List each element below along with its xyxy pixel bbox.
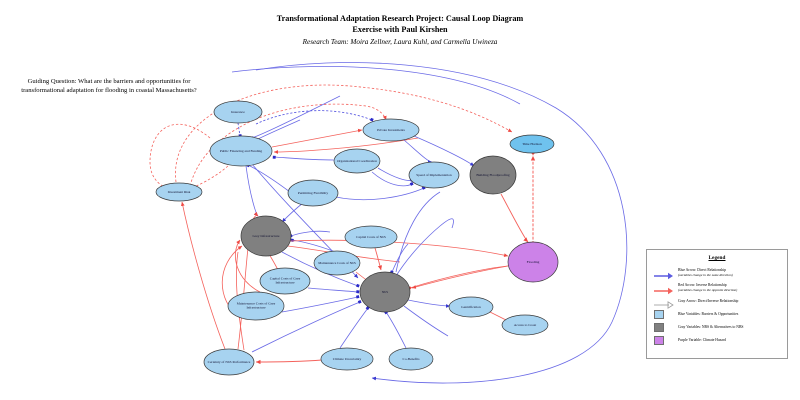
research-team-subtitle: Research Team: Moira Zellner, Laura Kuhl… [302,38,498,46]
edge-nbs-to-upper [389,243,409,275]
node-access_to_coast[interactable] [501,314,549,336]
legend-row-4: Gray Variables: NBS & Alternatives to NB… [653,321,787,334]
edge-private-to-speed [403,139,433,164]
edge-insurance-to-financing [237,122,242,138]
edge-private-to-financing [273,137,419,154]
edge-maintgrey-to-nbs [281,295,360,313]
legend-sublabel-1: (variables change in the opposite direct… [678,287,738,292]
blue-swatch-icon [653,309,675,320]
edge-insurance-to-private-dashed [255,110,374,125]
edge-permitting-to-speed [335,185,426,201]
blue-arrow-icon [653,268,675,279]
edge-certainty-to-nbs [251,299,362,353]
edge-climate-to-nbs [339,306,370,349]
edge-nbs-to-gentrification [407,299,451,308]
node-maintenance_costs_nbs[interactable] [313,250,361,276]
legend-rows: Blue Arrow: Direct Relationship(variable… [647,265,787,347]
legend-title: Legend [708,255,726,261]
node-capital_costs_grey[interactable] [259,267,311,295]
node-nbs[interactable] [359,271,411,313]
edge-capgrey-to-nbs [307,287,360,294]
edge-flooding-to-nbs [408,265,509,290]
node-maintenance_costs_grey[interactable] [227,291,285,321]
legend-row-2: Gray Arrow: Direct/Inverse Relationship [653,295,787,309]
guiding-question: Guiding Question: What are the barriers … [21,78,197,95]
legend-label-3: Blue Variables: Barriers & Opportunities [678,312,739,317]
legend-sublabel-0: (variables change in the same direction) [678,272,733,277]
edge-climate-to-certainty [255,359,323,365]
node-gentrification[interactable] [448,296,494,318]
gray-swatch-icon-box [654,322,664,332]
node-insurance[interactable] [213,100,263,124]
node-speed_implementation[interactable] [408,161,460,189]
gray-swatch-icon [653,322,675,333]
edge-risk-to-private-dashed [189,103,387,187]
edge-nbs-lower-right [403,305,449,337]
edge-top-to-financing [250,95,341,140]
red-arrow-icon-glyph [654,287,673,294]
red-arrow-icon [653,283,675,294]
node-layer [155,100,559,376]
purple-swatch-icon [653,335,675,346]
edge-financing-to-grey [245,165,259,217]
gray-arrow-icon-glyph [654,300,674,309]
title-line-2: Exercise with Paul Kirshen [352,24,448,34]
legend-label-0: Blue Arrow: Direct Relationship(variable… [678,267,733,277]
edge-risk-to-timehorizon-dashed [175,84,513,183]
node-climate_uncertainty[interactable] [320,347,374,371]
edge-into-financing-top [255,119,301,141]
gray-arrow-icon [653,297,675,309]
edge-nbs-loop-right [395,218,454,277]
edge-permitting-to-financing [246,163,291,193]
edge-nbs-up-right [395,191,441,273]
node-private_investments[interactable] [362,118,420,142]
node-capital_costs_nbs[interactable] [344,225,398,249]
edge-orgcoord-to-speed-2 [371,171,414,187]
edge-grey-from-right [288,230,331,238]
edge-permitting-to-grey [281,202,304,223]
edge-private-to-floodproof [413,135,475,167]
legend-row-5: Purple Variable: Climate Hazard [653,334,787,347]
legend-row-3: Blue Variables: Barriers & Opportunities [653,308,787,321]
node-investment_risk[interactable] [155,182,203,202]
legend-label-2: Gray Arrow: Direct/Inverse Relationship [678,299,739,304]
edge-cobenefits-to-nbs [383,310,407,349]
edge-maintgrey-to-grey [235,239,261,293]
blue-arrow-icon-glyph [654,272,673,279]
edge-capnbs-to-nbs [374,247,383,271]
blue-swatch-icon-box [654,309,664,319]
legend-label-5: Purple Variable: Climate Hazard [678,338,726,343]
node-building_floodproofing[interactable] [469,155,517,195]
legend-row-0: Blue Arrow: Direct Relationship(variable… [653,265,787,280]
legend-label-1: Red Arrow: Inverse Relationship(variable… [678,282,738,292]
edge-orgcoord-to-speed [377,167,414,182]
page-title: Transformational Adaptation Research Pro… [0,14,800,48]
edge-flooding-to-nbs-arrow [411,265,509,289]
edge-certainty-to-risk [180,201,226,350]
node-time_horizon[interactable] [509,134,555,154]
node-permitting_flexibility[interactable] [287,179,339,207]
edge-financing-to-risk-dashed [149,123,211,191]
node-co_benefits[interactable] [388,347,434,371]
node-certainty_nbs[interactable] [203,348,255,376]
node-flooding[interactable] [507,241,559,283]
legend-label-4: Gray Variables: NBS & Alternatives to NB… [678,325,744,330]
edge-floodproof-to-flooding [500,193,529,243]
title-line-1: Transformational Adaptation Research Pro… [276,14,524,23]
node-grey_infrastructure[interactable] [240,215,292,257]
node-public_financing[interactable] [209,135,273,167]
legend-box: Legend Blue Arrow: Direct Relationship(v… [646,249,788,359]
node-organizational_coordination[interactable] [333,148,381,174]
legend-row-1: Red Arrow: Inverse Relationship(variable… [653,280,787,295]
edge-outer-blue-sweep [255,62,628,384]
edge-financing-to-private [271,128,363,148]
edge-orgcoord-to-financing [272,155,335,161]
purple-swatch-icon-box [654,335,664,345]
edge-outer-blue-sweep-2 [231,66,521,105]
